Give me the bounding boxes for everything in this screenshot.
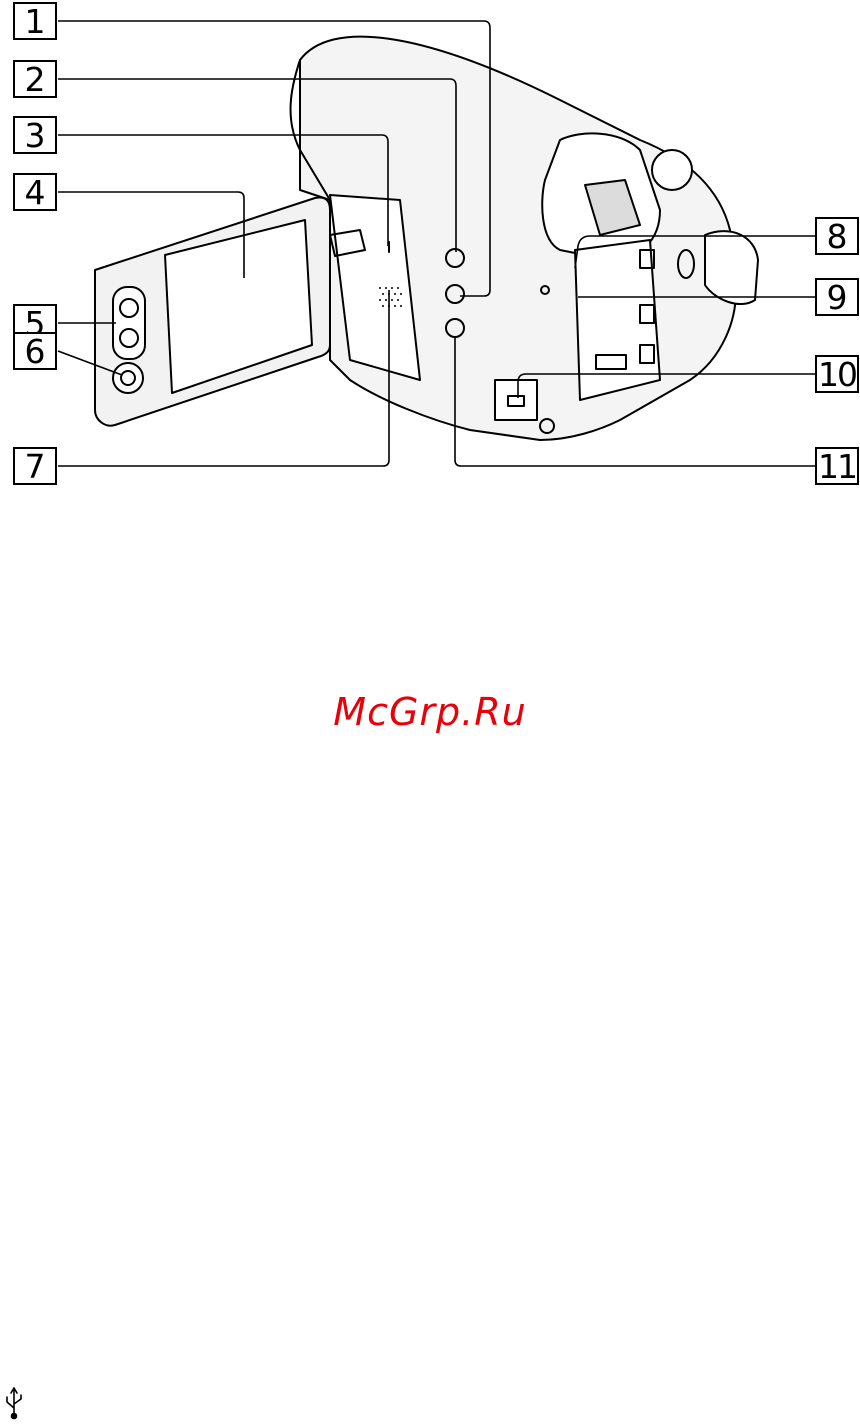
callout-1-label: 1 xyxy=(15,4,55,38)
callout-10-label: 10 xyxy=(817,357,857,391)
callout-4-label: 4 xyxy=(15,175,55,209)
callout-3: 3 xyxy=(13,116,57,154)
usb-icon xyxy=(2,1386,26,1420)
callout-8: 8 xyxy=(815,217,859,255)
callout-7-label: 7 xyxy=(15,449,55,483)
watermark: McGrp.Ru xyxy=(0,690,860,734)
callout-9-label: 9 xyxy=(817,280,857,314)
callout-8-label: 8 xyxy=(817,219,857,253)
callout-10: 10 xyxy=(815,355,859,393)
callout-9: 9 xyxy=(815,278,859,316)
callout-11: 11 xyxy=(815,447,859,485)
strap xyxy=(705,231,758,304)
callout-2: 2 xyxy=(13,60,57,98)
camcorder-diagram xyxy=(0,0,860,480)
callout-7: 7 xyxy=(13,447,57,485)
callout-6-label: 6 xyxy=(15,334,55,368)
callout-11-label: 11 xyxy=(817,449,857,483)
callout-3-label: 3 xyxy=(15,118,55,152)
callout-4: 4 xyxy=(13,173,57,211)
callout-6: 6 xyxy=(13,332,57,370)
callout-1: 1 xyxy=(13,2,57,40)
callout-2-label: 2 xyxy=(15,62,55,96)
